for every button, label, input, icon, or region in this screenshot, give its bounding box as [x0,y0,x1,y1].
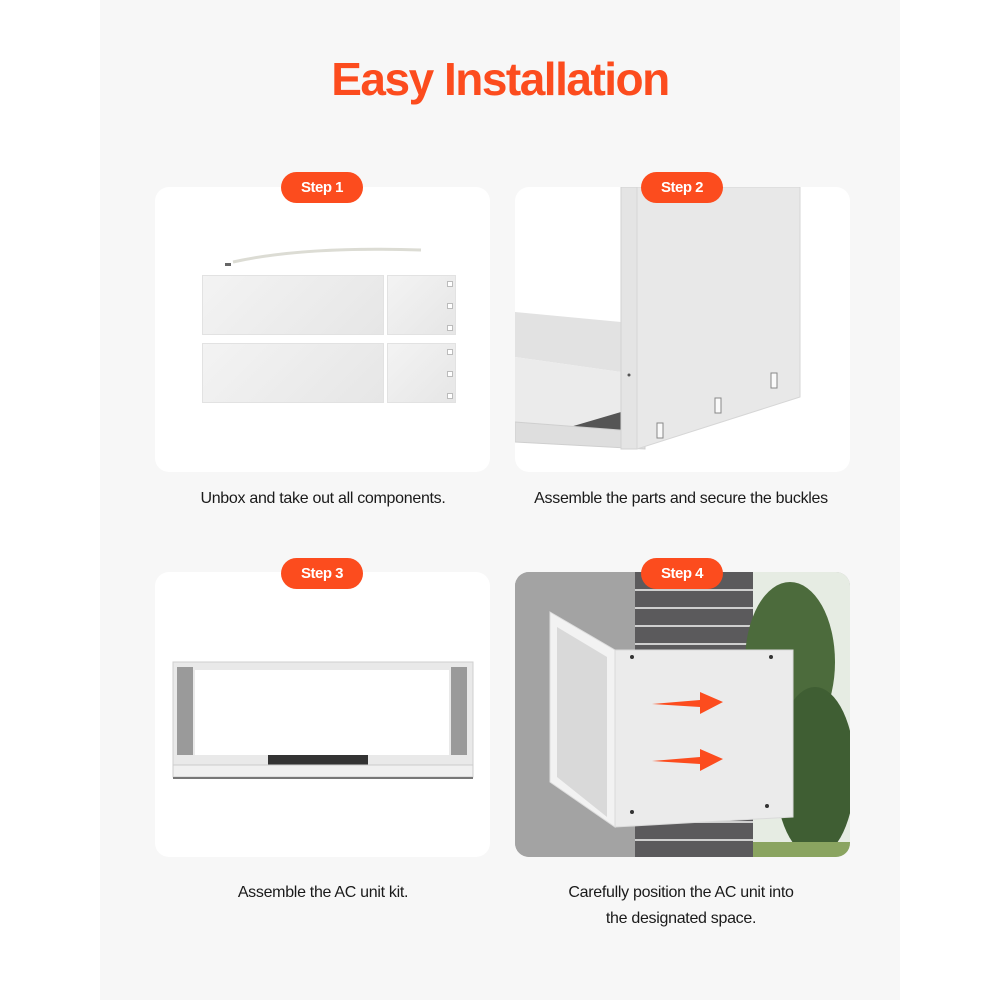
step-2-card [515,187,850,472]
step-4-badge: Step 4 [641,558,723,589]
step-1-caption: Unbox and take out all components. [200,490,446,507]
arrow-right-icon [652,749,723,771]
step-4-caption-line-1: Carefully position the AC unit into [568,884,794,901]
step-2-badge: Step 2 [641,172,723,203]
step-3-card [155,572,490,857]
step-4-caption: Carefully position the AC unit into the … [481,880,881,932]
step-1-card [155,187,490,472]
page-title: Easy Installation [331,53,670,105]
assembled-frame-image [172,661,474,779]
step-1-badge: Step 1 [281,172,363,203]
step-3-badge: Step 3 [281,558,363,589]
step-3-caption: Assemble the AC unit kit. [237,884,409,901]
step-2-caption: Assemble the parts and secure the buckle… [534,490,828,507]
assembled-corner-image [515,187,801,450]
step-4-caption-line-2: the designated space. [605,910,757,927]
arrow-right-icon [652,692,723,714]
step-4-card [515,572,850,857]
ac-installed-image [515,572,850,857]
